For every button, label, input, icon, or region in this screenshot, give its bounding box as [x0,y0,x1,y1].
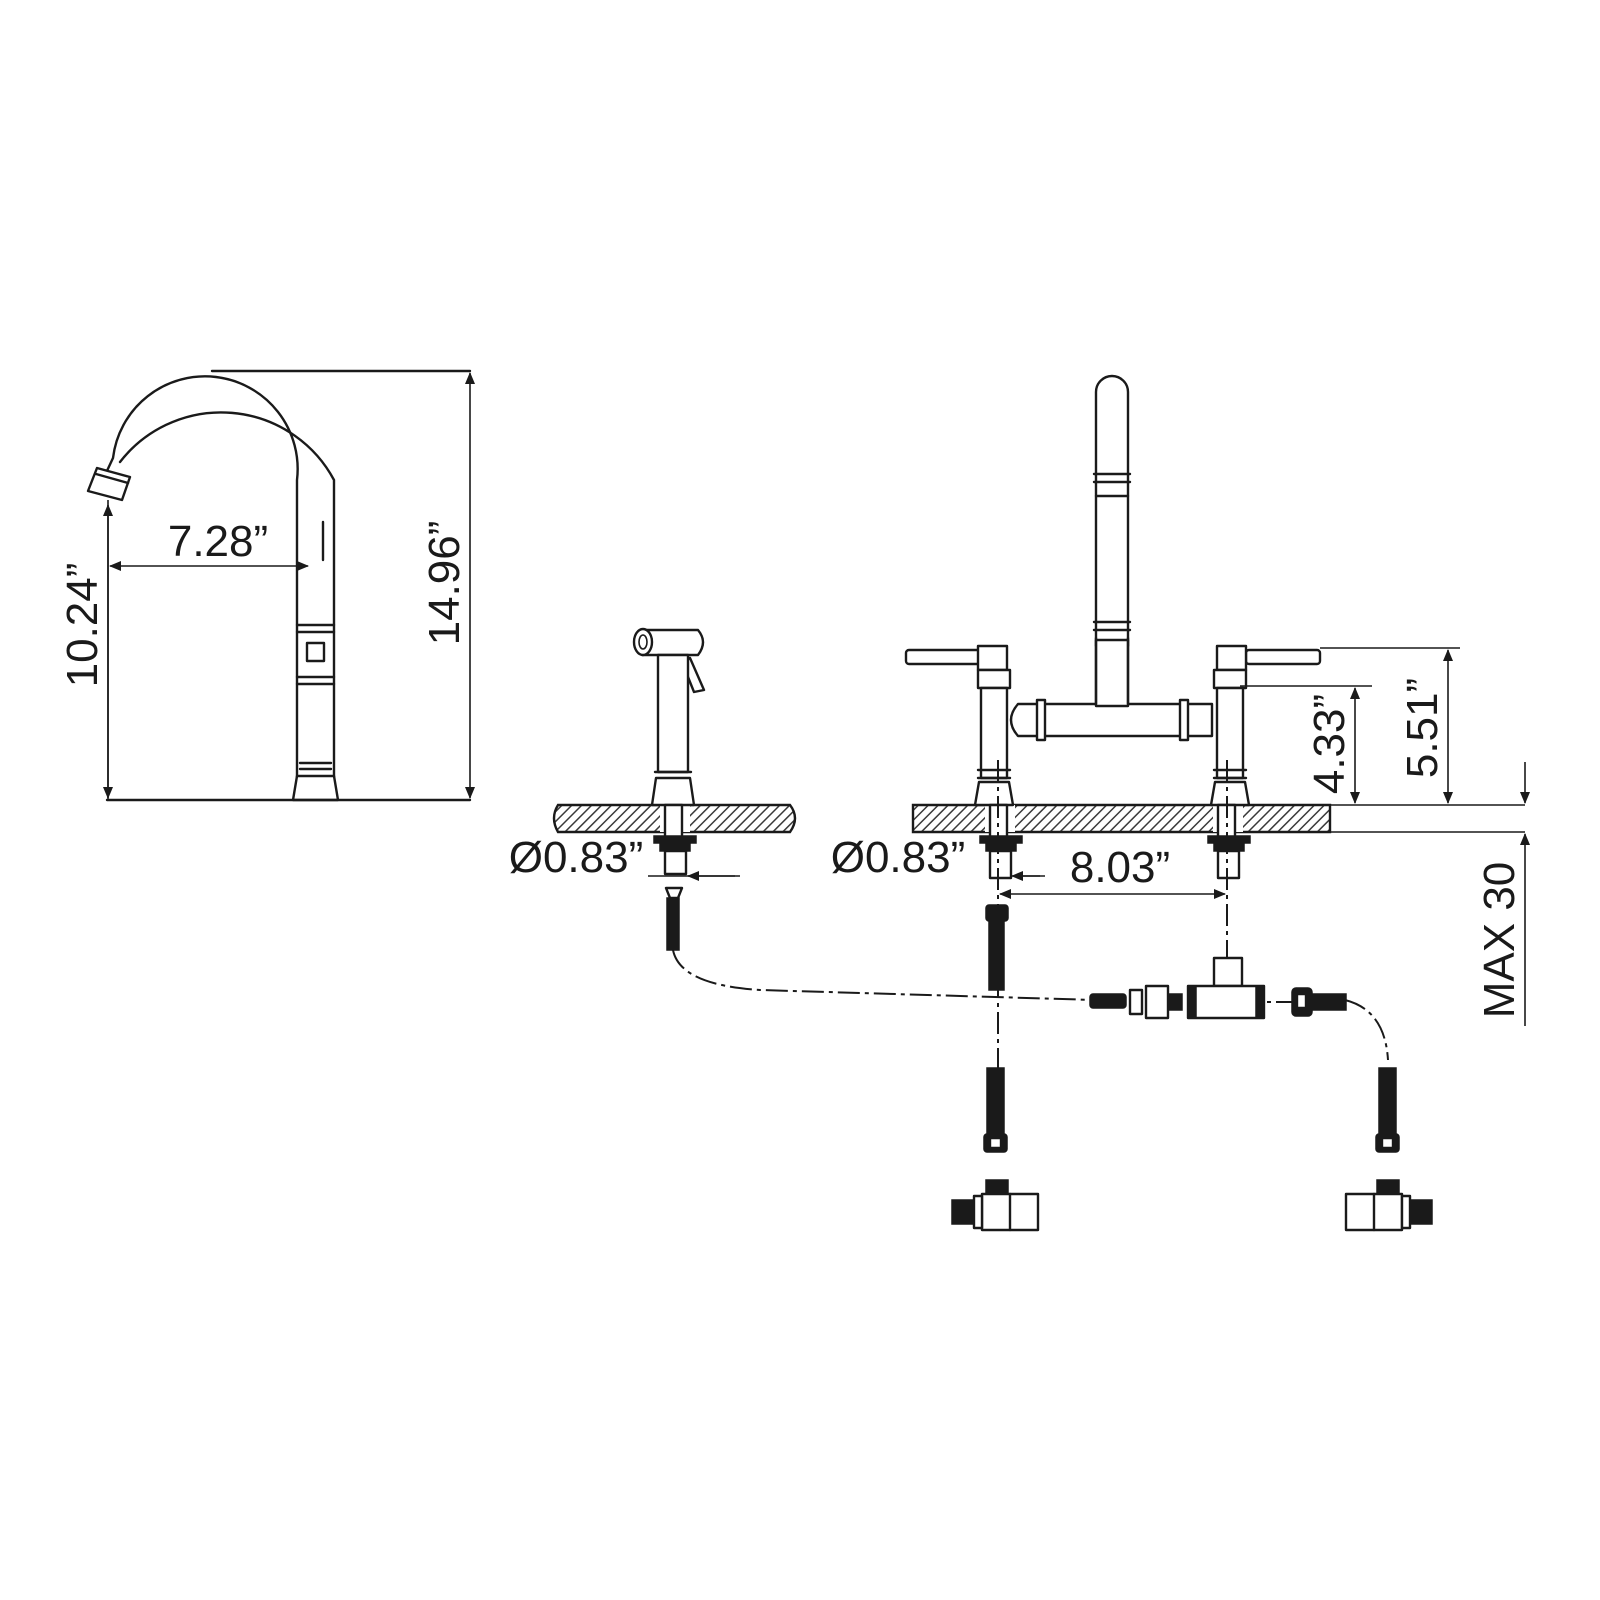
spout-reach-label: 7.28” [168,517,268,566]
plumbing-connections [672,760,1433,1232]
sprayer-head-icon [632,627,654,657]
sprayer-hole-diameter-label: Ø0.83” [509,833,644,882]
total-height-label: 14.96” [420,521,469,646]
handle-height-label: 4.33” [1305,694,1354,794]
side-view-dimensions: 7.28” 10.24” 14.96” [58,372,475,800]
center-spacing-label: 8.03” [1070,843,1170,892]
max-deck-thickness-label: MAX 30 [1475,862,1524,1019]
side-view-button [305,641,326,663]
right-angle-stop-valve [1344,1179,1433,1232]
overall-handle-height-label: 5.51” [1398,678,1447,778]
countertop-section [552,803,1525,834]
bridge-faucet-front [904,374,1322,880]
side-view-faucet [86,369,472,802]
left-angle-stop-valve [951,1179,1040,1232]
front-dimensions: Ø0.83” Ø0.83” 8.03” 4.33” 5.51” MAX 30 [509,647,1530,1026]
spout-height-label: 10.24” [58,563,107,688]
side-sprayer [632,627,706,951]
aerator-nozzle [86,466,132,502]
faucet-hole-diameter-label: Ø0.83” [831,833,966,882]
